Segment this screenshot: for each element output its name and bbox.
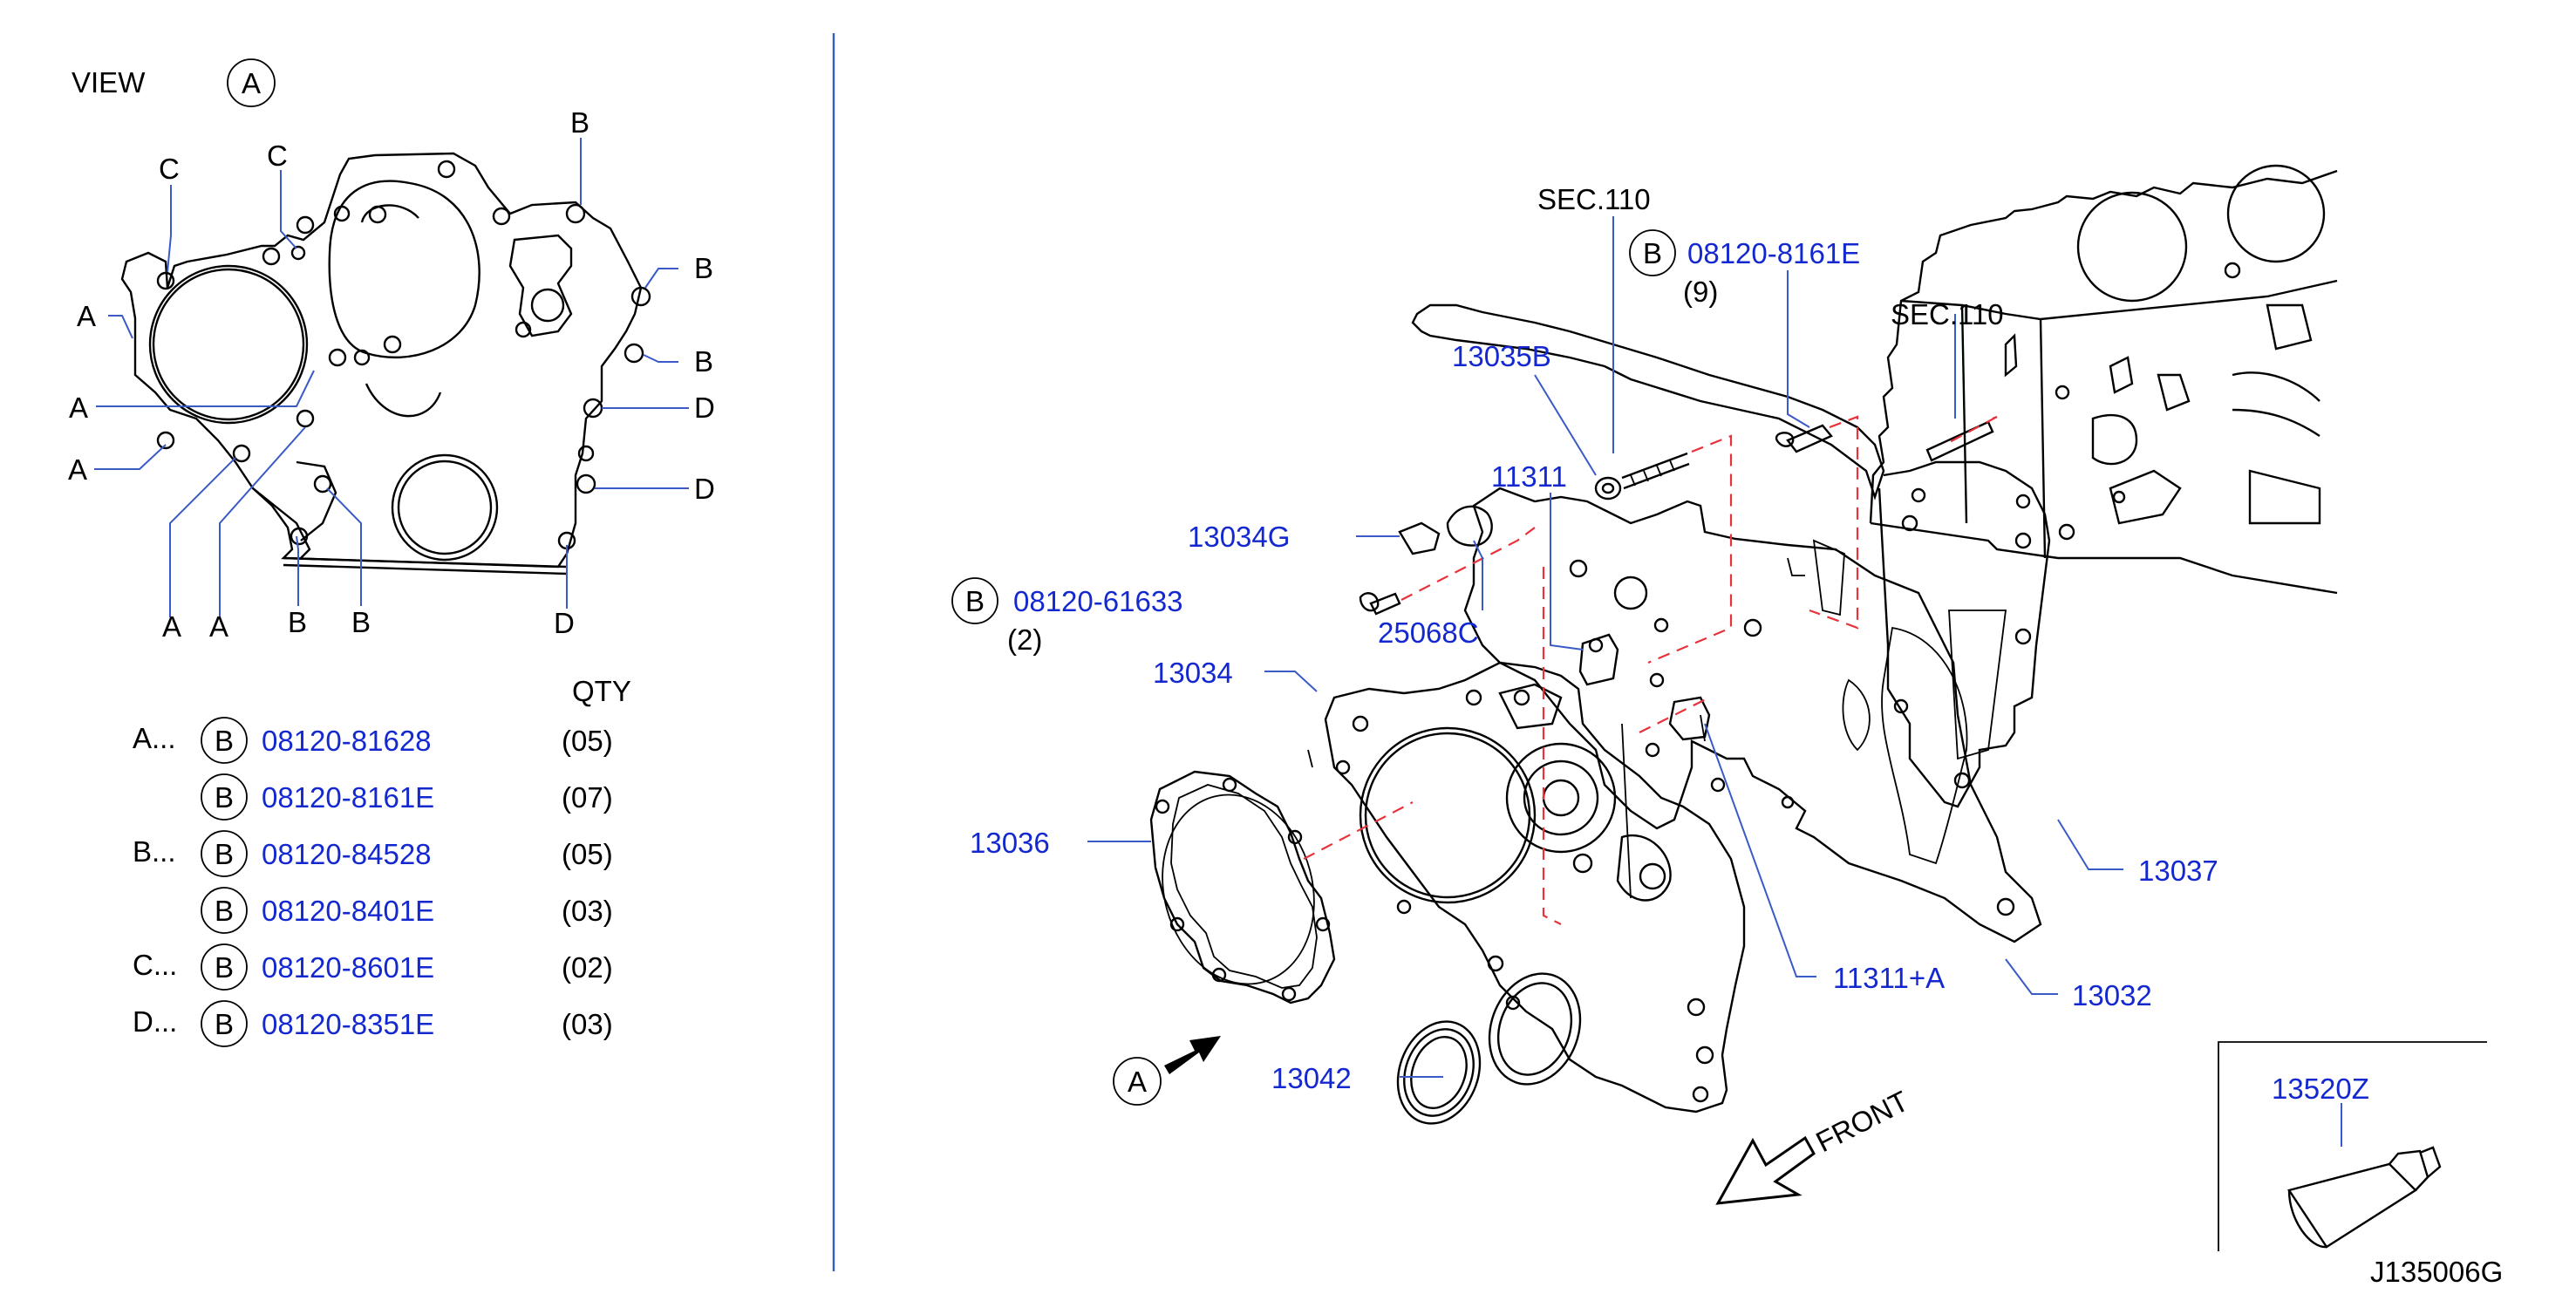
bolt-2-circle-letter: B — [965, 585, 985, 617]
row-circle — [201, 887, 248, 934]
bolt-9-circle-letter: B — [1643, 237, 1662, 269]
part-number-link[interactable]: 11311 — [1491, 460, 1567, 493]
bolt-2-qty: (2) — [1007, 623, 1042, 656]
view-circle-letter: A — [242, 67, 261, 99]
marker-d-1: D — [694, 392, 715, 424]
seal-13042-drawing — [1396, 972, 1582, 1125]
marker-a-5: A — [209, 610, 228, 643]
marker-b-3: B — [570, 106, 589, 139]
bolt-9-circle — [1629, 229, 1676, 276]
front-cover-13034-drawing — [1307, 661, 1746, 1114]
row-circle — [201, 1000, 248, 1047]
part-number-link[interactable]: 08120-8401E — [262, 895, 434, 927]
row-group: C... — [133, 949, 177, 981]
part-number-link[interactable]: 13036 — [970, 827, 1050, 859]
marker-a-1: A — [77, 300, 96, 332]
row-group: A... — [133, 722, 176, 754]
sealant-tube-icon — [2287, 1146, 2442, 1249]
part-number-link[interactable]: 08120-8161E — [1687, 237, 1860, 269]
row-qty: (05) — [562, 838, 613, 870]
part-number-link[interactable]: 25068C — [1378, 616, 1479, 649]
part-number-link[interactable]: 13034G — [1188, 521, 1290, 553]
row-circle — [201, 943, 248, 991]
diagram-id: J135006G — [2370, 1256, 2503, 1288]
table-row: A... B 08120-81628 (05) — [133, 717, 613, 764]
marker-b-5: B — [694, 345, 713, 378]
part-number-link[interactable]: 08120-84528 — [262, 838, 432, 870]
small-parts-drawing — [1359, 420, 1994, 616]
row-qty: (05) — [562, 725, 613, 757]
row-circle-letter: B — [215, 838, 234, 870]
sec110-label-b: SEC.110 — [1891, 298, 2004, 330]
plate-13032-drawing — [1463, 487, 2042, 943]
row-circle — [201, 830, 248, 877]
gasket-11311a-drawing — [1668, 696, 1711, 741]
engine-block-drawing — [1869, 164, 2338, 595]
arrow-a-icon — [1164, 1036, 1221, 1074]
part-number-link[interactable]: 13032 — [2072, 979, 2152, 1011]
inset-frame — [2218, 1041, 2487, 1251]
bolt-2-circle — [951, 577, 998, 624]
part-number-link[interactable]: 08120-81628 — [262, 725, 432, 757]
marker-a-2: A — [69, 392, 88, 424]
marker-d-2: D — [694, 473, 715, 505]
part-number-link[interactable]: 13042 — [1271, 1062, 1352, 1094]
marker-b-1: B — [288, 606, 307, 638]
marker-d-3: D — [554, 607, 575, 639]
view-a-cover-outline — [120, 152, 651, 575]
arrow-a-letter: A — [1128, 1066, 1147, 1098]
row-circle-letter: B — [215, 895, 234, 927]
marker-a-3: A — [68, 453, 87, 486]
row-qty: (07) — [562, 781, 613, 814]
gasket-11311-drawing — [1578, 633, 1619, 686]
front-arrow-icon — [1715, 1135, 1816, 1205]
view-a-markers: A A A A A B B B B B C C D D D — [68, 106, 715, 643]
row-circle — [201, 717, 248, 764]
row-circle — [201, 773, 248, 821]
front-label: FRONT — [1810, 1085, 1913, 1159]
table-row: B 08120-8401E (03) — [201, 887, 613, 934]
marker-c-2: C — [267, 140, 288, 172]
marker-b-4: B — [694, 252, 713, 284]
part-number-link[interactable]: 08120-8601E — [262, 951, 434, 984]
row-group: B... — [133, 835, 176, 868]
marker-b-2: B — [351, 606, 371, 638]
gasket-13036-drawing — [1149, 770, 1336, 1005]
arrow-a-circle — [1113, 1057, 1162, 1106]
part-number-link[interactable]: 08120-61633 — [1013, 585, 1183, 617]
row-circle-letter: B — [215, 781, 234, 814]
view-a-leaders — [94, 138, 689, 617]
sec110-label-a: SEC.110 — [1537, 183, 1651, 215]
view-circle — [227, 58, 276, 107]
table-row: B 08120-8161E (07) — [201, 773, 613, 821]
marker-c-1: C — [159, 153, 180, 185]
row-circle-letter: B — [215, 1008, 234, 1040]
table-row: D... B 08120-8351E (03) — [133, 1000, 613, 1047]
view-label: VIEW — [72, 66, 146, 99]
part-number-link[interactable]: 13035B — [1452, 340, 1551, 372]
callout-leaders — [1087, 216, 2342, 1147]
part-number-link[interactable]: 13034 — [1153, 657, 1233, 689]
row-qty: (02) — [562, 951, 613, 984]
row-circle-letter: B — [215, 725, 234, 757]
part-number-link[interactable]: 08120-8351E — [262, 1008, 434, 1040]
alignment-dashes — [1303, 415, 1998, 925]
part-number-link[interactable]: 13037 — [2138, 855, 2218, 887]
table-row: B... B 08120-84528 (05) — [133, 830, 613, 877]
row-qty: (03) — [562, 1008, 613, 1040]
row-group: D... — [133, 1005, 177, 1038]
part-number-link[interactable]: 08120-8161E — [262, 781, 434, 814]
bolt-9-qty: (9) — [1683, 276, 1718, 308]
part-number-link[interactable]: 11311+A — [1833, 962, 1945, 994]
gasket-13037-drawing — [1411, 303, 2051, 808]
row-qty: (03) — [562, 895, 613, 927]
row-circle-letter: B — [215, 951, 234, 984]
part-number-link[interactable]: 13520Z — [2272, 1073, 2369, 1105]
marker-a-4: A — [162, 610, 181, 643]
qty-header: QTY — [572, 675, 631, 707]
table-row: C... B 08120-8601E (02) — [133, 943, 613, 991]
